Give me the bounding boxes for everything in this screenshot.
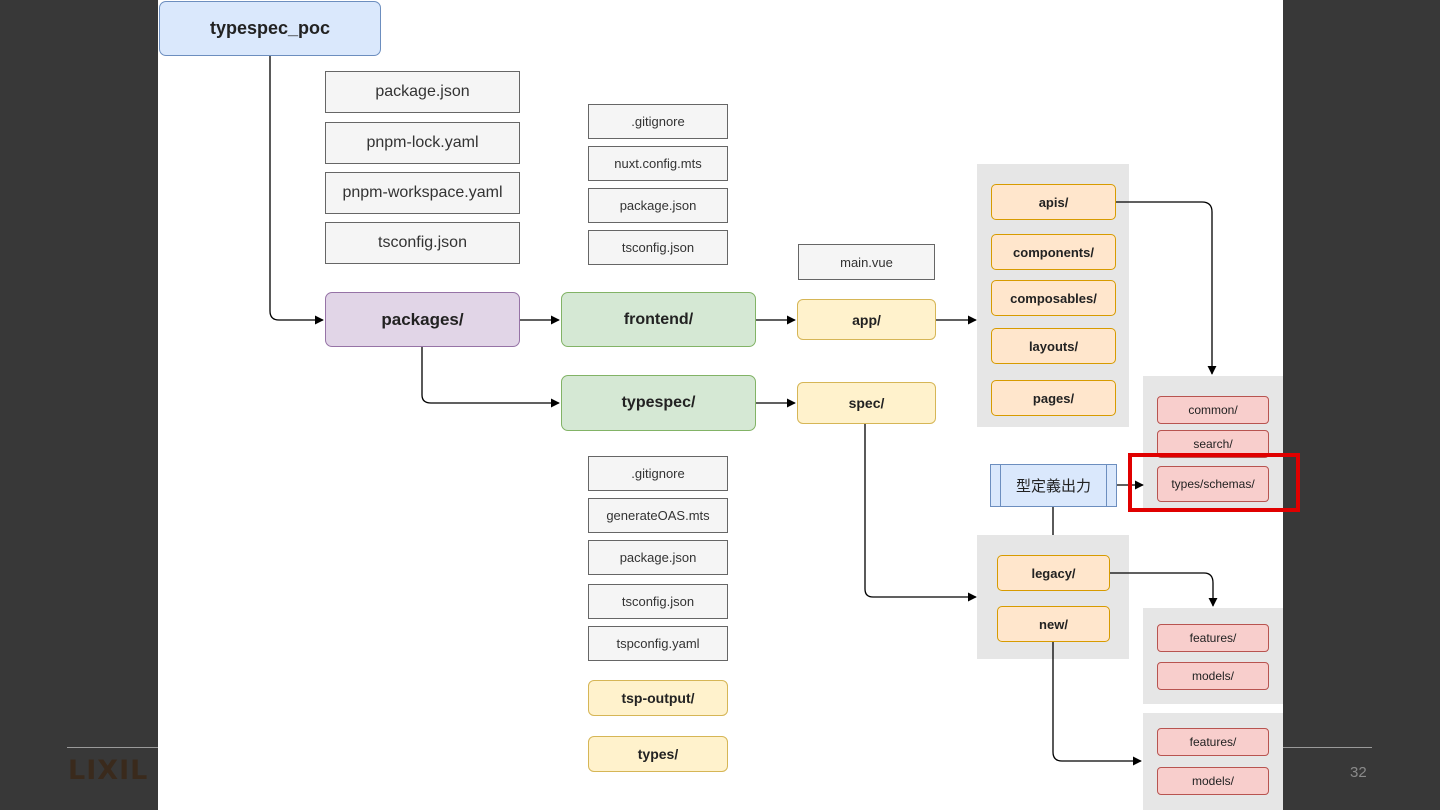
right-margin <box>1283 0 1440 810</box>
legacy-target-dir: models/ <box>1157 662 1269 690</box>
typespec-folder: typespec/ <box>561 375 756 431</box>
root-file: package.json <box>325 71 520 113</box>
edge-spec-dirs <box>864 424 977 602</box>
new-target-dir: models/ <box>1157 767 1269 795</box>
typespec-file: generateOAS.mts <box>588 498 728 533</box>
typespec-dir: types/ <box>588 736 728 772</box>
app-dir: components/ <box>991 234 1116 270</box>
connector-lines <box>269 56 1218 766</box>
typespec-file: .gitignore <box>588 456 728 491</box>
app-dir: composables/ <box>991 280 1116 316</box>
new-target-dir: features/ <box>1157 728 1269 756</box>
root-file: pnpm-lock.yaml <box>325 122 520 164</box>
root-file: tsconfig.json <box>325 222 520 264</box>
api-target-dir: common/ <box>1157 396 1269 424</box>
frontend-file: .gitignore <box>588 104 728 139</box>
spec-folder: spec/ <box>797 382 936 424</box>
api-target-dir: types/schemas/ <box>1157 466 1269 502</box>
main-vue-file: main.vue <box>798 244 935 280</box>
typespec-dir: tsp-output/ <box>588 680 728 716</box>
edge-root-packages <box>269 56 324 325</box>
highlight-frame <box>1128 453 1300 512</box>
typespec-file: tspconfig.yaml <box>588 626 728 661</box>
left-margin <box>0 0 158 810</box>
edge-new-targets <box>1052 641 1142 766</box>
root-folder: typespec_poc <box>159 1 381 56</box>
diagram-canvas: typespec_poc package.json pnpm-lock.yaml… <box>158 0 1283 810</box>
frontend-folder: frontend/ <box>561 292 756 347</box>
edge-apis-targets <box>1116 201 1217 375</box>
app-dir: pages/ <box>991 380 1116 416</box>
edge-legacy-targets <box>1109 572 1218 607</box>
frontend-file: nuxt.config.mts <box>588 146 728 181</box>
footer-divider-left <box>67 747 158 748</box>
frontend-file: package.json <box>588 188 728 223</box>
typespec-file: package.json <box>588 540 728 575</box>
app-dir: apis/ <box>991 184 1116 220</box>
app-dir: layouts/ <box>991 328 1116 364</box>
packages-folder: packages/ <box>325 292 520 347</box>
spec-dir: new/ <box>997 606 1110 642</box>
app-folder: app/ <box>797 299 936 340</box>
type-generation-process: 型定義出力 <box>990 464 1117 507</box>
spec-dir: legacy/ <box>997 555 1110 591</box>
frontend-file: tsconfig.json <box>588 230 728 265</box>
page-number: 32 <box>1350 764 1367 781</box>
edge-packages-typespec <box>421 347 560 408</box>
legacy-target-dir: features/ <box>1157 624 1269 652</box>
typespec-file: tsconfig.json <box>588 584 728 619</box>
root-file: pnpm-workspace.yaml <box>325 172 520 214</box>
footer-divider-right <box>1283 747 1372 748</box>
lixil-logo: LIXIL <box>68 755 149 786</box>
